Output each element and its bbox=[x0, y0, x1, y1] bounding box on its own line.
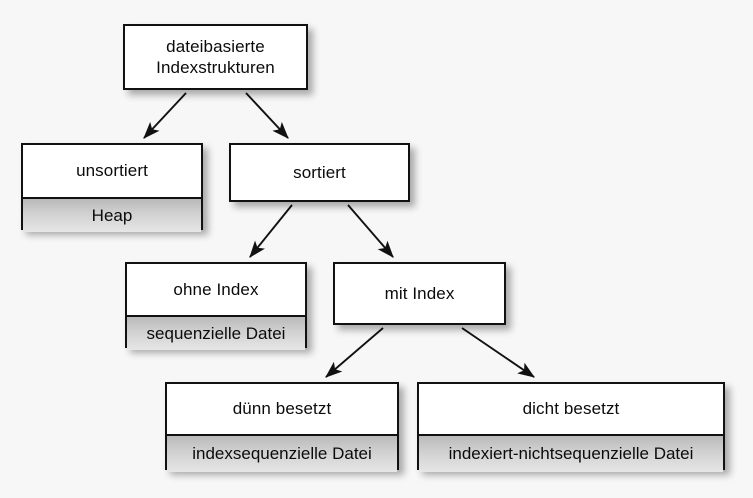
edge-root-to-unsortiert bbox=[143, 92, 187, 139]
node-dicht-besetzt-label: dicht besetzt bbox=[419, 384, 723, 434]
node-mit-index[interactable]: mit Index bbox=[333, 262, 506, 325]
node-duenn-besetzt[interactable]: dünn besetzt indexsequenzielle Datei bbox=[165, 382, 399, 472]
edge-sortiert-to-mit-index bbox=[347, 204, 394, 258]
node-unsortiert-sublabel: Heap bbox=[23, 197, 201, 232]
node-sortiert-label: sortiert bbox=[231, 145, 408, 200]
node-sortiert[interactable]: sortiert bbox=[229, 143, 410, 202]
edge-mit-index-to-duenn-besetzt bbox=[325, 327, 384, 378]
node-duenn-besetzt-sublabel: indexsequenzielle Datei bbox=[167, 434, 397, 472]
node-dicht-besetzt[interactable]: dicht besetzt indexiert-nichtsequenziell… bbox=[417, 382, 725, 472]
node-duenn-besetzt-label: dünn besetzt bbox=[167, 384, 397, 434]
node-mit-index-label: mit Index bbox=[335, 264, 504, 323]
node-unsortiert-label: unsortiert bbox=[23, 145, 201, 197]
node-ohne-index-sublabel: sequenzielle Datei bbox=[127, 315, 305, 350]
node-unsortiert[interactable]: unsortiert Heap bbox=[21, 143, 203, 232]
edge-sortiert-to-ohne-index bbox=[249, 204, 293, 258]
node-ohne-index-label: ohne Index bbox=[127, 264, 305, 315]
node-dicht-besetzt-sublabel: indexiert-nichtsequenzielle Datei bbox=[419, 434, 723, 472]
edge-mit-index-to-dicht-besetzt bbox=[461, 327, 535, 378]
node-ohne-index[interactable]: ohne Index sequenzielle Datei bbox=[125, 262, 307, 350]
edge-root-to-sortiert bbox=[245, 92, 289, 139]
node-root-label: dateibasierte Indexstrukturen bbox=[125, 26, 306, 88]
node-dateibasierte-indexstrukturen[interactable]: dateibasierte Indexstrukturen bbox=[123, 24, 308, 90]
